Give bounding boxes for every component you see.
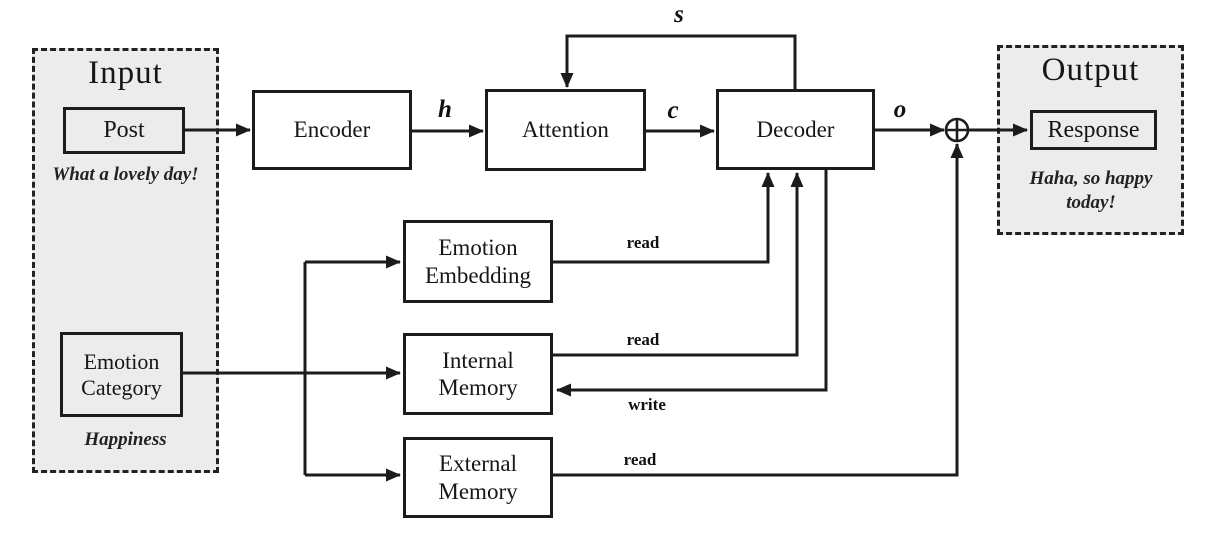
- emotion-embedding-node: Emotion Embedding: [403, 220, 553, 303]
- encoder-node: Encoder: [252, 90, 412, 170]
- edge-emotionembedding-read-decoder: [553, 172, 775, 264]
- edge-label-read-emotion-embedding: read: [626, 233, 660, 252]
- response-node: Response: [1030, 110, 1157, 150]
- oplus-icon: [944, 117, 970, 143]
- post-example-text: What a lovely day!: [52, 164, 199, 185]
- emotion-example-text: Happiness: [84, 429, 167, 450]
- edge-label-read-external-memory: read: [623, 450, 657, 469]
- edge-label-write-internal-memory: write: [628, 395, 666, 414]
- post-node: Post: [63, 107, 185, 154]
- external-memory-node: External Memory: [403, 437, 553, 518]
- edge-decoder-state-feedback: [560, 34, 797, 89]
- internal-memory-node: Internal Memory: [403, 333, 553, 415]
- edge-label-s: s: [674, 1, 684, 28]
- edge-label-c: c: [667, 97, 679, 124]
- edge-label-o: o: [893, 96, 907, 123]
- output-panel: [997, 45, 1184, 235]
- attention-node: Attention: [485, 89, 646, 171]
- emotion-category-node: Emotion Category: [60, 332, 183, 417]
- edge-internalmemory-read-decoder: [553, 172, 804, 357]
- edge-externalmemory-read-oplus: [553, 143, 964, 477]
- input-panel-title: Input: [88, 55, 163, 91]
- edge-label-read-internal-memory: read: [626, 330, 660, 349]
- decoder-node: Decoder: [716, 89, 875, 170]
- response-example-text: Haha, so happy today!: [1029, 168, 1153, 213]
- edge-label-h: h: [438, 96, 452, 123]
- edge-decoder-write-internalmemory: [556, 170, 828, 397]
- output-panel-title: Output: [1041, 52, 1140, 88]
